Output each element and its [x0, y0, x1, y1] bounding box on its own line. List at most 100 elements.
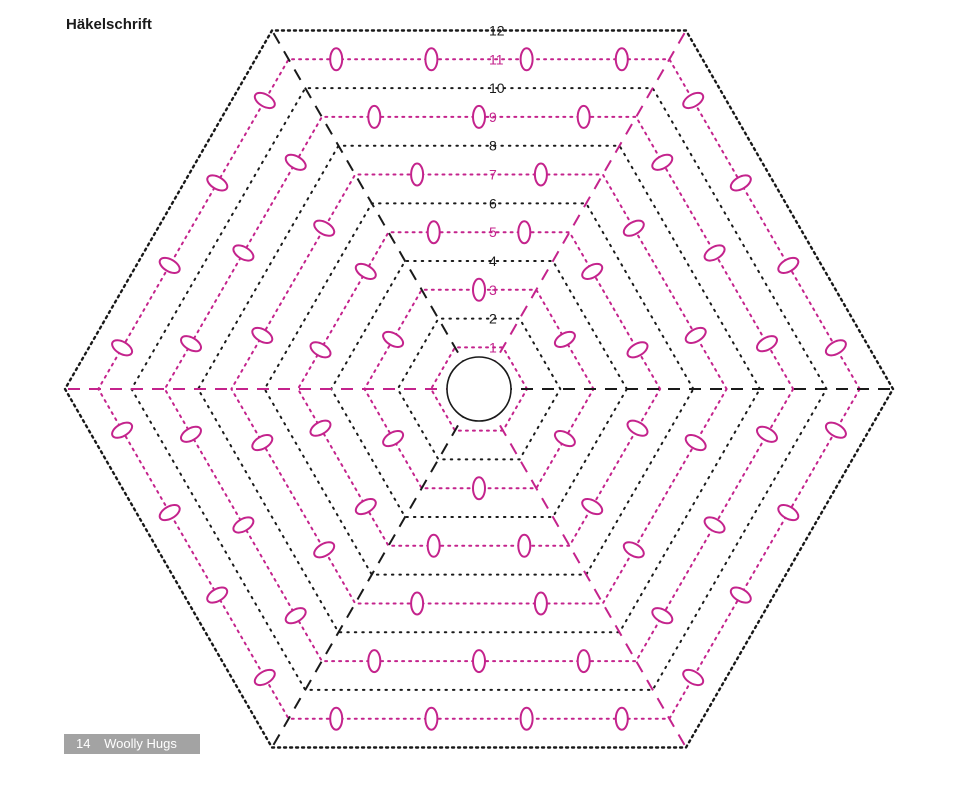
cluster-stitch	[158, 504, 181, 522]
cluster-stitch	[284, 153, 307, 171]
cluster-stitch	[424, 47, 439, 72]
page-number: 14	[76, 736, 91, 751]
cluster-stitch	[581, 262, 604, 280]
cluster-stitch	[426, 533, 441, 558]
cluster-stitch	[703, 516, 726, 534]
corner-line-3	[271, 29, 480, 390]
round-label-2: 2	[489, 311, 497, 327]
round-5	[296, 231, 662, 547]
cluster-stitch	[729, 586, 752, 604]
cluster-stitches	[111, 47, 847, 731]
corner-line-6	[478, 388, 687, 749]
cluster-stitch	[824, 421, 847, 439]
cluster-stitch	[313, 219, 336, 237]
round-2	[396, 317, 562, 461]
round-label-8: 8	[489, 138, 497, 154]
cluster-stitch	[472, 476, 486, 501]
cluster-stitch	[472, 104, 486, 129]
cluster-stitch	[682, 668, 705, 687]
cluster-stitch	[614, 47, 629, 72]
cluster-stitch	[426, 220, 441, 245]
cluster-stitch	[472, 277, 486, 302]
cluster-stitch	[367, 104, 382, 129]
cluster-stitch	[651, 607, 674, 625]
cluster-stitch	[206, 174, 229, 192]
cluster-stitch	[253, 668, 276, 687]
cluster-stitch	[576, 104, 591, 129]
magic-ring	[446, 356, 512, 422]
cluster-stitch	[354, 262, 377, 280]
round-7	[230, 173, 728, 605]
cluster-stitch	[410, 162, 425, 187]
cluster-stitch	[519, 706, 534, 731]
round-label-7: 7	[489, 167, 497, 183]
cluster-stitch	[367, 649, 382, 674]
chart-title: Häkelschrift	[66, 16, 152, 33]
cluster-stitch	[682, 91, 705, 110]
cluster-stitch	[651, 153, 674, 171]
cluster-stitch	[111, 339, 134, 357]
cluster-stitch	[614, 706, 629, 731]
cluster-stitch	[206, 586, 229, 604]
cluster-stitch	[517, 220, 532, 245]
cluster-stitch	[626, 419, 649, 437]
cluster-stitch	[824, 339, 847, 357]
round-label-3: 3	[489, 282, 497, 298]
cluster-stitch	[581, 498, 604, 516]
cluster-stitch	[519, 47, 534, 72]
publication-name: Woolly Hugs	[104, 736, 177, 751]
page-footer: 14 Woolly Hugs	[64, 734, 200, 754]
cluster-stitch	[232, 516, 255, 534]
cluster-stitch	[533, 591, 548, 616]
cluster-stitch	[729, 174, 752, 192]
cluster-stitch	[251, 434, 274, 452]
cluster-stitch	[329, 706, 344, 731]
cluster-stitch	[472, 649, 486, 674]
cluster-stitch	[309, 341, 332, 359]
cluster-stitch	[232, 244, 255, 262]
cluster-stitch	[756, 335, 778, 353]
round-label-1: 1	[489, 339, 497, 355]
cluster-stitch	[756, 425, 778, 443]
cluster-stitch	[622, 219, 645, 237]
cluster-stitch	[576, 649, 591, 674]
cluster-stitch	[622, 541, 645, 559]
round-9	[163, 115, 795, 663]
round-label-4: 4	[489, 253, 497, 269]
cluster-stitch	[158, 256, 181, 274]
round-label-10: 10	[489, 80, 505, 96]
cluster-stitch	[533, 162, 548, 187]
cluster-stitch	[309, 419, 332, 437]
cluster-stitch	[313, 541, 336, 559]
cluster-stitch	[424, 706, 439, 731]
cluster-stitch	[626, 341, 649, 359]
cluster-stitch	[777, 504, 800, 522]
corner-lines	[65, 29, 893, 749]
cluster-stitch	[180, 425, 202, 443]
cluster-stitch	[284, 607, 307, 625]
cluster-stitch	[553, 430, 576, 448]
round-label-9: 9	[489, 109, 497, 125]
cluster-stitch	[703, 244, 726, 262]
cluster-stitch	[251, 326, 274, 344]
cluster-stitch	[382, 330, 405, 348]
cluster-stitch	[684, 434, 707, 452]
round-label-5: 5	[489, 224, 497, 240]
cluster-stitch	[410, 591, 425, 616]
round-label-6: 6	[489, 195, 497, 211]
cluster-stitch	[777, 256, 800, 274]
cluster-stitch	[382, 430, 405, 448]
cluster-stitch	[111, 421, 134, 439]
corner-line-5	[271, 388, 480, 749]
round-12	[63, 29, 895, 749]
cluster-stitch	[553, 330, 576, 348]
corner-line-2	[478, 29, 687, 390]
cluster-stitch	[329, 47, 344, 72]
round-label-11: 11	[489, 51, 504, 67]
cluster-stitch	[684, 326, 707, 344]
round-label-12: 12	[489, 23, 505, 39]
cluster-stitch	[517, 533, 532, 558]
